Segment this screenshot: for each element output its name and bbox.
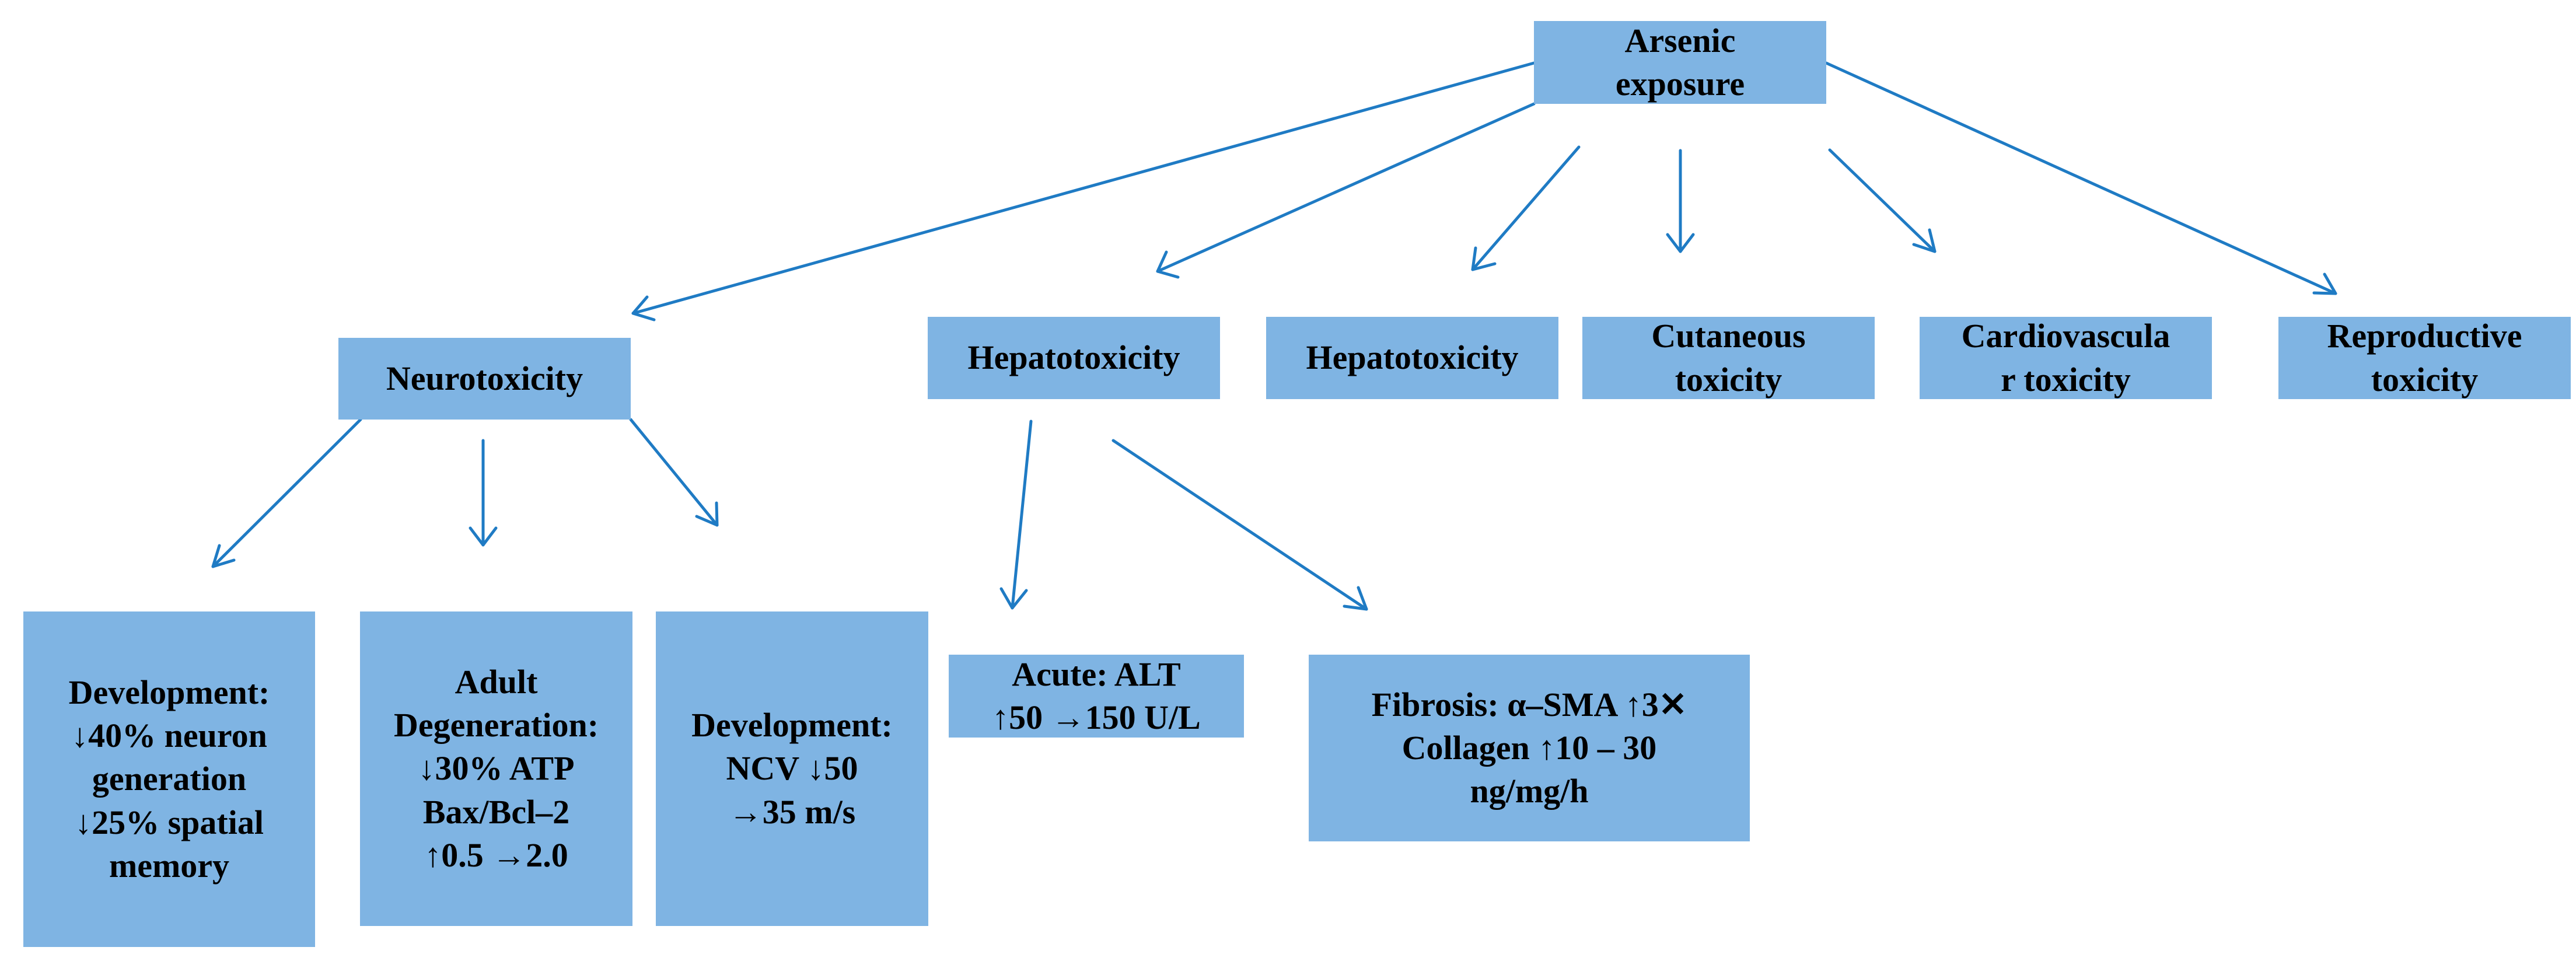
node-cutaneous-toxicity: Cutaneous toxicity bbox=[1582, 317, 1875, 399]
node-text-line: Arsenic bbox=[1624, 21, 1736, 60]
node-development-ncv: Development: NCV ↓50 →35 m/s bbox=[656, 611, 928, 926]
arrow-neurotoxicity-to-development-ncv bbox=[629, 418, 719, 527]
node-acute-alt: Acute: ALT ↑50 →150 U/L bbox=[949, 655, 1244, 738]
node-text-line: ↓30% ATP bbox=[418, 749, 575, 788]
arrow-hepatotoxicity-to-acute bbox=[999, 420, 1033, 610]
node-text-line: Hepatotoxicity bbox=[967, 338, 1180, 377]
node-text-line: Cutaneous bbox=[1651, 317, 1806, 355]
node-text-line: memory bbox=[109, 846, 230, 885]
node-fibrosis: Fibrosis: α–SMA ↑3✕ Collagen ↑10 – 30 ng… bbox=[1309, 655, 1750, 841]
node-arsenic-exposure: Arsenic exposure bbox=[1534, 21, 1826, 104]
arrow-root-to-cardiovascular bbox=[1828, 148, 1937, 253]
arrow-root-to-hepatotoxicity-2 bbox=[1471, 145, 1581, 271]
node-text-line: Acute: ALT bbox=[1012, 655, 1181, 693]
node-text-line: Reproductive bbox=[2327, 317, 2522, 355]
arrow-neurotoxicity-to-development-neuron bbox=[211, 418, 362, 568]
node-text-line: ↓25% spatial bbox=[75, 803, 264, 841]
arrow-root-to-cutaneous bbox=[1666, 149, 1695, 253]
node-text-line: exposure bbox=[1615, 65, 1745, 103]
node-text-line: Hepatotoxicity bbox=[1306, 338, 1519, 377]
node-text-line: Development: bbox=[68, 673, 270, 711]
node-text-line: ↑50 →150 U/L bbox=[992, 698, 1201, 736]
node-text-line: →35 m/s bbox=[728, 792, 856, 831]
node-text-line: r toxicity bbox=[2001, 360, 2131, 399]
node-neurotoxicity: Neurotoxicity bbox=[338, 338, 631, 420]
arrow-neurotoxicity-to-adult-degeneration bbox=[469, 439, 498, 547]
arrow-root-to-reproductive bbox=[1824, 61, 2337, 295]
node-text-line: ↓40% neuron bbox=[71, 717, 267, 755]
node-text-line: ↑0.5 →2.0 bbox=[424, 836, 568, 874]
node-text-line: Neurotoxicity bbox=[386, 359, 583, 397]
arrow-root-to-hepatotoxicity-1 bbox=[1156, 102, 1536, 279]
node-text-line: Fibrosis: α–SMA ↑3✕ bbox=[1371, 685, 1687, 724]
node-text-line: NCV ↓50 bbox=[726, 749, 858, 788]
node-hepatotoxicity-2: Hepatotoxicity bbox=[1266, 317, 1558, 399]
node-text-line: Cardiovascula bbox=[1961, 317, 2170, 355]
node-cardiovascular-toxicity: Cardiovascula r toxicity bbox=[1920, 317, 2212, 399]
node-development-neuron: Development: ↓40% neuron generation ↓25%… bbox=[23, 611, 315, 947]
arrow-hepatotoxicity-to-fibrosis bbox=[1112, 439, 1368, 611]
node-text-line: generation bbox=[92, 760, 247, 798]
node-text-line: Bax/Bcl–2 bbox=[422, 792, 570, 831]
arrow-root-to-neurotoxicity bbox=[631, 61, 1536, 322]
node-text-line: ng/mg/h bbox=[1470, 772, 1589, 810]
node-text-line: Collagen ↑10 – 30 bbox=[1401, 728, 1657, 767]
node-text-line: Degeneration: bbox=[393, 706, 599, 745]
node-hepatotoxicity-1: Hepatotoxicity bbox=[928, 317, 1220, 399]
node-text-line: Adult bbox=[455, 662, 538, 701]
node-reproductive-toxicity: Reproductive toxicity bbox=[2278, 317, 2571, 399]
node-text-line: Development: bbox=[691, 706, 893, 745]
node-text-line: toxicity bbox=[2371, 360, 2479, 399]
node-text-line: toxicity bbox=[1675, 360, 1782, 399]
node-adult-degeneration: Adult Degeneration: ↓30% ATP Bax/Bcl–2 ↑… bbox=[360, 611, 632, 926]
